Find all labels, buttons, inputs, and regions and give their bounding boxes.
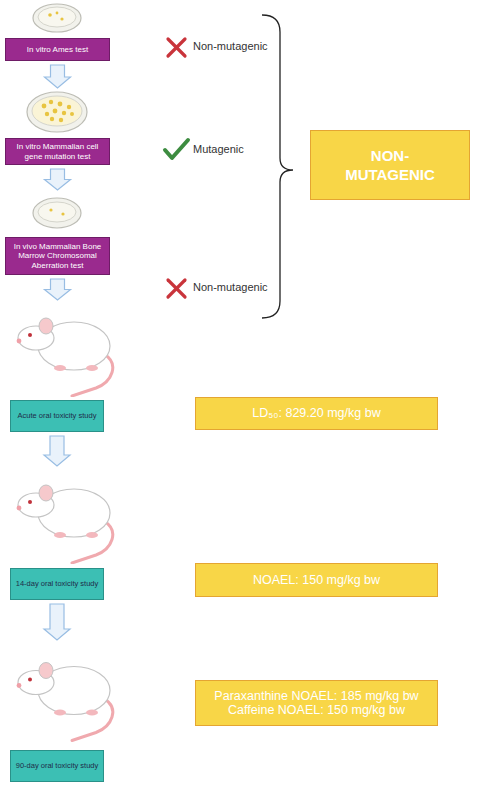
dish-rim <box>33 198 81 228</box>
box-text: NOAEL: 150 mg/kg bw <box>253 573 380 587</box>
dish-agar <box>38 7 76 27</box>
colony <box>67 105 71 109</box>
assay-box: In vitro Mammalian cell gene mutation te… <box>5 138 110 165</box>
flow-arrow <box>44 436 70 466</box>
assay-box: In vitro Ames test <box>5 38 110 61</box>
box-text: NON-MUTAGENIC <box>335 146 445 185</box>
conclusion-box: NON-MUTAGENIC <box>310 130 470 200</box>
dish-rim <box>27 92 87 132</box>
dish-agar <box>38 202 76 222</box>
curly-bracket <box>262 15 293 318</box>
check-mark <box>165 140 188 158</box>
box-text: In vivo Mammalian Bone Marrow Chromosoma… <box>9 242 106 270</box>
result-label: Non-mutagenic <box>193 281 268 293</box>
result-box: LD₅₀: 829.20 mg/kg bw <box>195 397 438 430</box>
box-text: Paraxanthine NOAEL: 185 mg/kg bw <box>214 689 418 703</box>
colony <box>48 13 52 17</box>
colony <box>50 117 54 121</box>
colony <box>49 208 52 211</box>
result-box: NOAEL: 150 mg/kg bw <box>195 563 438 597</box>
box-text: Acute oral toxicity study <box>18 412 97 421</box>
flow-arrow <box>45 169 71 190</box>
colony <box>56 12 59 15</box>
box-text: In vitro Mammalian cell gene mutation te… <box>9 142 106 160</box>
cross-stroke <box>168 39 185 56</box>
study-box: Acute oral toxicity study <box>10 400 104 432</box>
cross-stroke <box>168 280 185 297</box>
result-label: Non-mutagenic <box>193 40 268 52</box>
colony <box>62 111 66 115</box>
colony <box>60 17 63 20</box>
study-box: 90-day oral toxicity study <box>10 750 104 782</box>
flow-arrow <box>44 604 70 640</box>
result-label: Mutagenic <box>193 143 244 155</box>
colony <box>58 102 63 107</box>
petri-dish <box>33 198 81 228</box>
flow-arrow <box>45 65 71 88</box>
petri-dish <box>27 92 87 132</box>
assay-box: In vivo Mammalian Bone Marrow Chromosoma… <box>5 237 110 275</box>
colony <box>70 112 74 116</box>
rat-illustration <box>17 318 113 396</box>
colony <box>45 112 49 116</box>
rat-illustration <box>17 663 113 741</box>
colony <box>42 104 47 109</box>
colony <box>49 100 53 104</box>
study-box: 14-day oral toxicity study <box>10 568 104 600</box>
dish-rim <box>33 4 81 32</box>
box-text: Caffeine NOAEL: 150 mg/kg bw <box>228 703 405 717</box>
box-text: 90-day oral toxicity study <box>16 762 99 771</box>
box-text: LD₅₀: 829.20 mg/kg bw <box>252 406 380 420</box>
cross-mark <box>168 280 185 297</box>
cross-mark <box>168 39 185 56</box>
flow-arrow <box>45 279 71 300</box>
colony <box>59 118 63 122</box>
colony <box>53 109 58 114</box>
cross-stroke <box>168 39 185 56</box>
dish-agar <box>32 96 82 126</box>
colony <box>61 212 64 215</box>
rat-illustration <box>17 485 113 563</box>
petri-dish <box>33 4 81 32</box>
box-text: In vitro Ames test <box>27 45 88 54</box>
box-text: 14-day oral toxicity study <box>16 580 99 589</box>
result-box: Paraxanthine NOAEL: 185 mg/kg bwCaffeine… <box>195 680 438 726</box>
cross-stroke <box>168 280 185 297</box>
